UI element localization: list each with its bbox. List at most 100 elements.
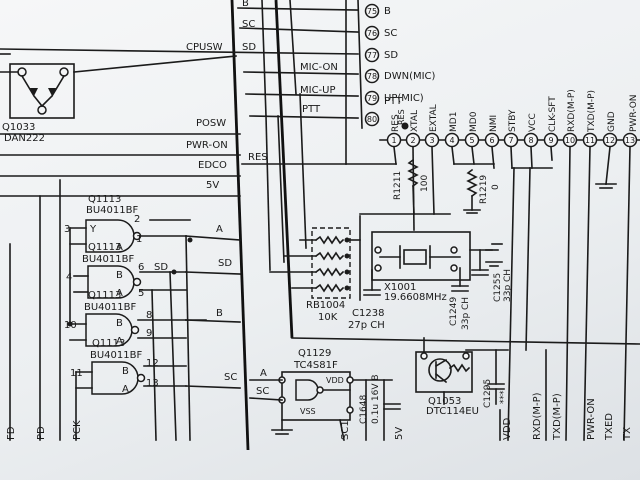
cpu-pin-3: 3 — [429, 136, 434, 145]
c1238-capacitor: C1238 27p CH — [348, 269, 385, 331]
sheet-frame-left — [230, 0, 250, 451]
cpu-pin-75: 75 — [367, 7, 377, 16]
r1211-value: 100 — [420, 175, 430, 192]
gate-a-pin-out-b: 1 — [136, 234, 142, 245]
r1219-value: 0 — [491, 184, 501, 190]
cpu-pin-7: 7 — [508, 136, 513, 145]
r1219-resistor: R1219 0 — [463, 168, 501, 214]
signal-labels-top: B SC SD CPUSW MIC-ON MIC-UP PTT — [186, 0, 338, 115]
label-posw: POSW — [196, 118, 226, 129]
q1053-transistor: Q1053 DTC114EU — [415, 337, 509, 417]
cpu-pin-9: 9 — [548, 136, 553, 145]
gate-interconnects: A SD B SC — [9, 179, 241, 441]
net-txd: TXD(M-P) — [552, 393, 563, 441]
gate-c-part: BU4011BF — [84, 302, 136, 313]
net-labels-bottom: FD PD PCK SC1 5V VDD RXD(M-P) TXD(M-P) P… — [6, 349, 633, 441]
cpu-pin-names-bottom: RES XTAL EXTAL MD1 MD0 NMI STBY VCC CLK-… — [391, 89, 639, 133]
cpu-pin-5: 5 — [469, 136, 474, 145]
q1129-ref: Q1129 — [298, 348, 331, 359]
cpu-pin-12: 12 — [605, 136, 615, 145]
ground-symbols — [485, 183, 617, 267]
nand-gate-a: Q1113 BU4011BF 3 Y A 2 1 — [64, 194, 187, 253]
cpu-name-res: RES — [391, 114, 401, 132]
cpu-pin-78: 78 — [367, 72, 377, 81]
cpu-pin-10: 10 — [565, 136, 575, 145]
label-ptt: PTT — [302, 104, 321, 115]
r1219-ref: R1219 — [479, 175, 489, 204]
cpu-pin-8: 8 — [528, 136, 533, 145]
label-pwr-on: PWR-ON — [186, 140, 228, 151]
gate-a-pin-y: Y — [89, 224, 97, 235]
c1255-capacitor: C1255 33p CH — [469, 243, 513, 302]
net-vdd: VDD — [502, 417, 513, 440]
q1033-part: DAN222 — [4, 133, 45, 144]
gate-d-part: BU4011BF — [90, 350, 142, 361]
cpu-name-md1: MD1 — [449, 112, 459, 132]
cpu-name-rxd: RXD(M-P) — [567, 89, 577, 132]
cpu-pin-76: 76 — [367, 29, 377, 38]
cpu-pin-leads — [345, 0, 631, 441]
gate-a-ref: Q1113 — [88, 194, 121, 205]
cpu-label-up: UP(MIC) — [384, 93, 424, 104]
c1238-ref: C1238 — [352, 308, 384, 319]
cpu-label-b: B — [384, 6, 391, 17]
cpu-res-mark: RES — [397, 109, 406, 125]
label-b: B — [242, 0, 249, 9]
bus-label-b: B — [216, 308, 223, 319]
cpu-name-pwr-on: PWR-ON — [629, 94, 639, 132]
cpu-label-sd: SD — [384, 50, 398, 61]
c1255-ref: C1255 — [493, 273, 503, 302]
c1648-value: 0.1u 16V B — [371, 374, 381, 424]
res-pin-marker: RES — [397, 109, 409, 130]
bus-label-sc: SC — [224, 372, 237, 383]
cpu-pin-6: 6 — [489, 136, 494, 145]
label-mic-on: MIC-ON — [300, 62, 338, 73]
cpu-pin-1: 1 — [391, 136, 396, 145]
net-fd: FD — [6, 426, 17, 440]
net-txed: TXED — [604, 413, 615, 441]
cpu-pin-13: 13 — [625, 136, 635, 145]
bus-label-a: A — [216, 224, 223, 235]
gate-d-pin-out-b: 13 — [146, 378, 159, 389]
cpu-label-dwn: DWN(MIC) — [384, 71, 436, 82]
c1249-ref: C1249 — [449, 297, 459, 326]
c1249-value: 33p CH — [461, 297, 471, 330]
label-sc: SC — [242, 19, 255, 30]
q1053-ref: Q1053 — [428, 396, 461, 407]
c1255-value: 33p CH — [503, 269, 513, 302]
net-rxd: RXD(M-P) — [532, 392, 543, 440]
gate-c-label-a: A — [116, 336, 123, 347]
q1129-logic-ic: Q1129 TC4S81F VDD VSS A SC C1648 0.1u 16… — [249, 348, 401, 441]
cpu-pins-bottom: 1 2 3 4 5 6 7 8 9 10 11 12 13 — [386, 132, 638, 148]
cpu-name-gnd: GND — [607, 111, 617, 132]
net-pwr-on: PWR-ON — [586, 398, 597, 440]
c1238-value: 27p CH — [348, 320, 385, 331]
gate-d-pin-out-a: 12 — [146, 358, 159, 369]
gate-b-part: BU4011BF — [82, 254, 134, 265]
label-5v: 5V — [206, 180, 219, 191]
sheet-frame-bottom — [291, 337, 640, 345]
q1129-in-a: A — [260, 368, 267, 379]
q1129-in-sc: SC — [256, 386, 269, 397]
gate-a-pin-out-a: 2 — [134, 214, 140, 225]
gate-b-pin-in: 4 — [66, 272, 72, 283]
gate-b-pin-out-a: 6 — [138, 262, 144, 273]
gate-b-ref: Q1113 — [88, 242, 121, 253]
label-mic-up: MIC-UP — [300, 85, 336, 96]
gate-a-part: BU4011BF — [86, 205, 138, 216]
net-pck: PCK — [72, 420, 83, 440]
gate-c-pin-out-a: 8 — [146, 310, 152, 321]
cpu-name-xtal: XTAL — [410, 110, 420, 132]
net-pd: PD — [36, 426, 47, 440]
x1001-ref: X1001 — [384, 282, 416, 293]
c1648-label: C1648 — [359, 395, 369, 424]
label-edco: EDCO — [198, 160, 227, 171]
gate-b-signal: SD — [154, 262, 168, 273]
cpu-name-stby: STBY — [508, 109, 518, 132]
gate-c-ref: Q1113 — [88, 290, 121, 301]
net-sc1: SC1 — [340, 420, 351, 440]
rb1004-value: 10K — [318, 312, 338, 323]
signal-drops — [261, 0, 307, 271]
net-5v: 5V — [394, 427, 405, 440]
